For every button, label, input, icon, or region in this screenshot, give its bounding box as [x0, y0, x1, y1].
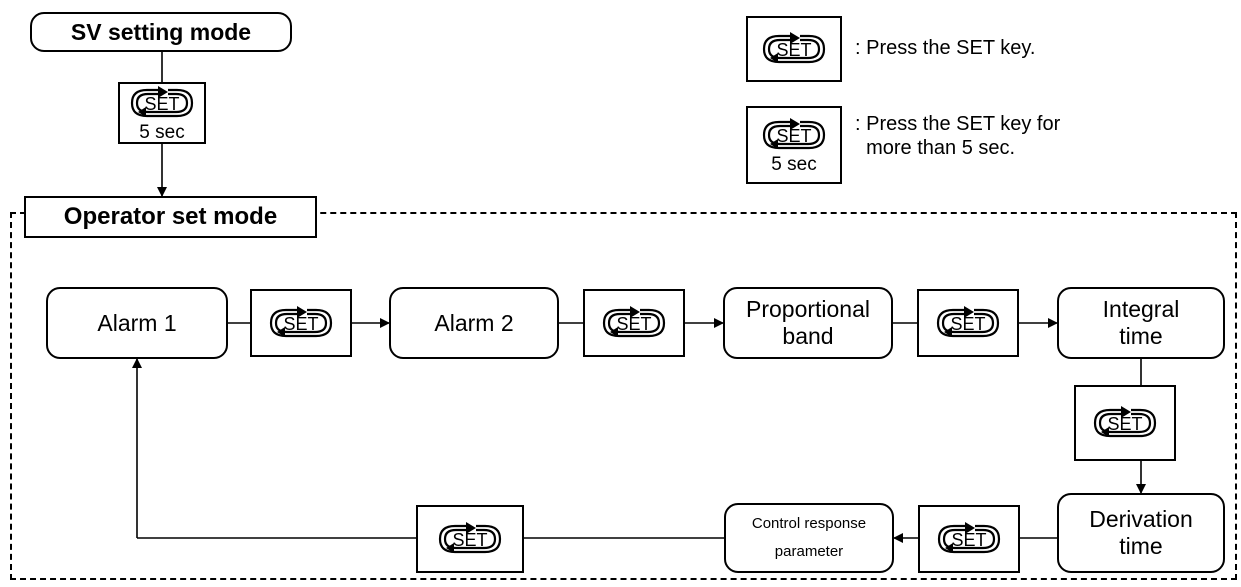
set-key-label: SET — [283, 314, 318, 334]
set-key-icon: SET — [937, 522, 1001, 554]
set-key-icon: SET — [762, 32, 826, 64]
set-key-icon: SET — [130, 85, 194, 117]
set-key-icon: SET — [602, 306, 666, 338]
set-key-integral-to-derivation[interactable]: SET — [1074, 385, 1176, 461]
set-key-alarm1-to-alarm2[interactable]: SET — [250, 289, 352, 357]
set-key-label: SET — [776, 126, 811, 146]
state-alarm-2: Alarm 2 — [389, 287, 559, 359]
set-key-icon: SET — [936, 306, 1000, 338]
state-control-response-parameter: Control response parameter — [724, 503, 894, 573]
state-derivation-time: Derivation time — [1057, 493, 1225, 573]
set-key-label: SET — [776, 40, 811, 60]
set-key-label: SET — [452, 530, 487, 550]
operator-set-mode-frame — [10, 212, 1237, 580]
state-integral-time: Integral time — [1057, 287, 1225, 359]
set-key-label: SET — [950, 314, 985, 334]
set-key-5sec-sv[interactable]: SET 5 sec — [118, 82, 206, 144]
set-key-control-to-alarm1[interactable]: SET — [416, 505, 524, 573]
set-key-derivation-to-control[interactable]: SET — [918, 505, 1020, 573]
set-key-label: SET — [616, 314, 651, 334]
set-key-label: SET — [144, 94, 179, 114]
set-key-icon: SET — [1093, 406, 1157, 438]
state-proportional-band: Proportional band — [723, 287, 893, 359]
operator-set-mode-label: Operator set mode — [24, 196, 317, 238]
legend-set-key-5sec: SET 5 sec — [746, 106, 842, 184]
legend-press-text: : Press the SET key. — [855, 37, 1036, 59]
set-key-label: SET — [1107, 414, 1142, 434]
set-key-proportional-to-integral[interactable]: SET — [917, 289, 1019, 357]
hold-time-label: 5 sec — [771, 153, 817, 175]
set-key-icon: SET — [269, 306, 333, 338]
set-key-label: SET — [951, 530, 986, 550]
sv-setting-mode-label: SV setting mode — [30, 12, 292, 52]
legend-set-key: SET — [746, 16, 842, 82]
set-key-icon: SET — [762, 117, 826, 149]
set-key-icon: SET — [438, 522, 502, 554]
hold-time-label: 5 sec — [139, 121, 185, 143]
legend-hold-text: : Press the SET key for more than 5 sec. — [855, 113, 1061, 159]
state-alarm-1: Alarm 1 — [46, 287, 228, 359]
set-key-alarm2-to-proportional[interactable]: SET — [583, 289, 685, 357]
